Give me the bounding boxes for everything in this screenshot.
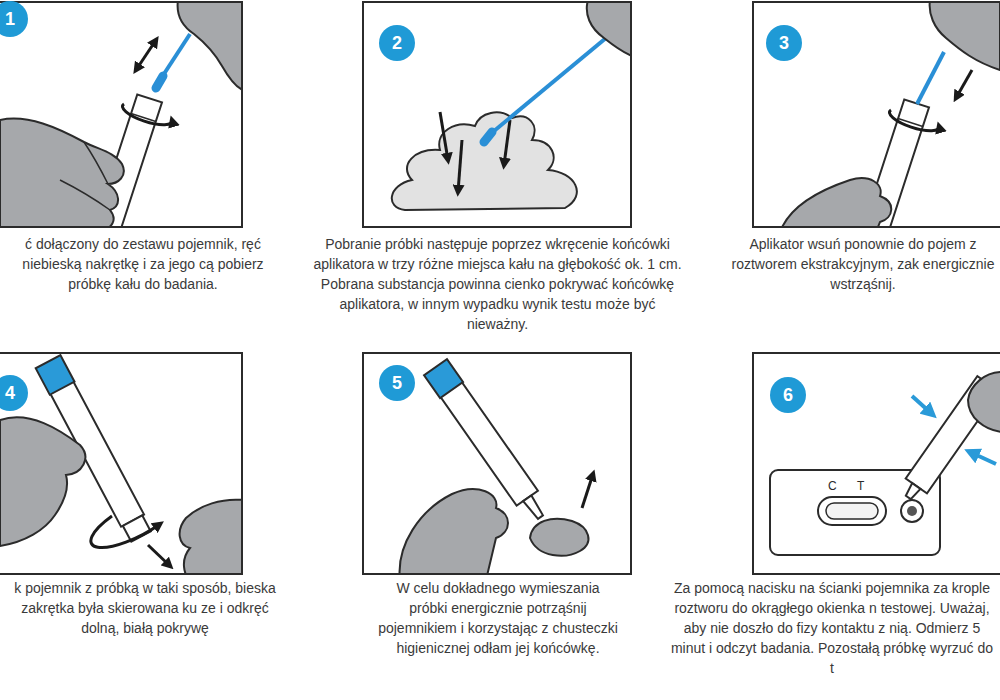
applicator-stick (488, 38, 606, 136)
step-panel: Aplikator wsuń ponownie do pojem z roztw… (752, 1, 1000, 228)
step-panel: Pobranie próbki następuje poprzez wkręce… (362, 1, 632, 228)
step-number: 2 (392, 33, 402, 53)
insert-arrow (956, 70, 972, 98)
blue-cap (36, 355, 75, 395)
left-hand (400, 489, 508, 573)
step-caption: ć dołączony do zestawu pojemnik, ręć nie… (4, 234, 282, 294)
rotation-arrow (889, 110, 939, 131)
fingertips (530, 519, 588, 556)
sample-drop (907, 506, 917, 516)
tube-tip (904, 483, 920, 500)
stool-sample (392, 112, 577, 210)
press-arrow (912, 396, 932, 414)
tube-tip (523, 495, 544, 520)
step-number-badge: 1 (0, 1, 28, 37)
left-hand (0, 417, 85, 546)
step-number: 6 (783, 385, 793, 405)
step-caption: Aplikator wsuń ponownie do pojem z roztw… (730, 234, 996, 294)
strip-marker: C (828, 479, 837, 493)
pull-arrow (136, 40, 156, 70)
hand (968, 372, 1000, 432)
step-panel: k pojemnik z próbką w taki sposób, biesk… (0, 352, 243, 575)
step-number: 5 (392, 373, 402, 393)
rotation-arrow (122, 104, 172, 125)
pull-arrow (148, 545, 170, 566)
step-caption: Za pomocą nacisku na ścianki pojemnika z… (668, 578, 996, 678)
result-window (818, 497, 886, 525)
step-panel: Za pomocą nacisku na ścianki pojemnika z… (752, 352, 1000, 575)
step-number-badge: 2 (379, 25, 415, 61)
step-caption: Pobranie próbki następuje poprzez wkręce… (310, 234, 685, 334)
right-hand (587, 3, 630, 56)
step-4-illustration (0, 355, 241, 573)
step-number-badge: 4 (0, 375, 28, 411)
blue-cap (424, 359, 463, 398)
step-panel: W celu dokładnego wymieszania próbki ene… (362, 352, 632, 575)
right-hand (180, 500, 241, 573)
finger-lines (60, 142, 110, 210)
right-hand (930, 3, 1000, 70)
sample-well (901, 500, 923, 522)
step-1-illustration (0, 3, 241, 226)
step-5-illustration (400, 359, 593, 573)
insert-arrow (504, 120, 510, 165)
step-number: 4 (5, 383, 15, 403)
strip-marker: T (857, 479, 864, 493)
step-2-illustration (392, 3, 630, 210)
left-hand (780, 178, 891, 226)
step-6-illustration (770, 372, 1000, 555)
step-number-badge: 6 (770, 377, 806, 413)
applicator-stick (917, 52, 944, 104)
step-number: 3 (779, 33, 789, 53)
press-arrow (970, 452, 996, 464)
step-number-badge: 3 (766, 25, 802, 61)
right-hand (178, 3, 241, 90)
step-caption: k pojemnik z próbką w taki sposób, biesk… (4, 578, 286, 638)
left-hand (0, 119, 124, 226)
applicator-stick (160, 34, 190, 80)
insert-arrow (440, 112, 448, 160)
result-strip (826, 503, 878, 519)
snap-arrow (582, 474, 593, 508)
step-3-illustration (780, 3, 1000, 226)
step-panel: ć dołączony do zestawu pojemnik, ręć nie… (0, 1, 243, 228)
step-caption: W celu dokładnego wymieszania próbki ene… (378, 578, 618, 658)
insert-arrow (458, 140, 462, 192)
step-number-badge: 5 (379, 365, 415, 401)
step-number: 1 (5, 9, 15, 29)
rotation-arrow (91, 516, 160, 548)
